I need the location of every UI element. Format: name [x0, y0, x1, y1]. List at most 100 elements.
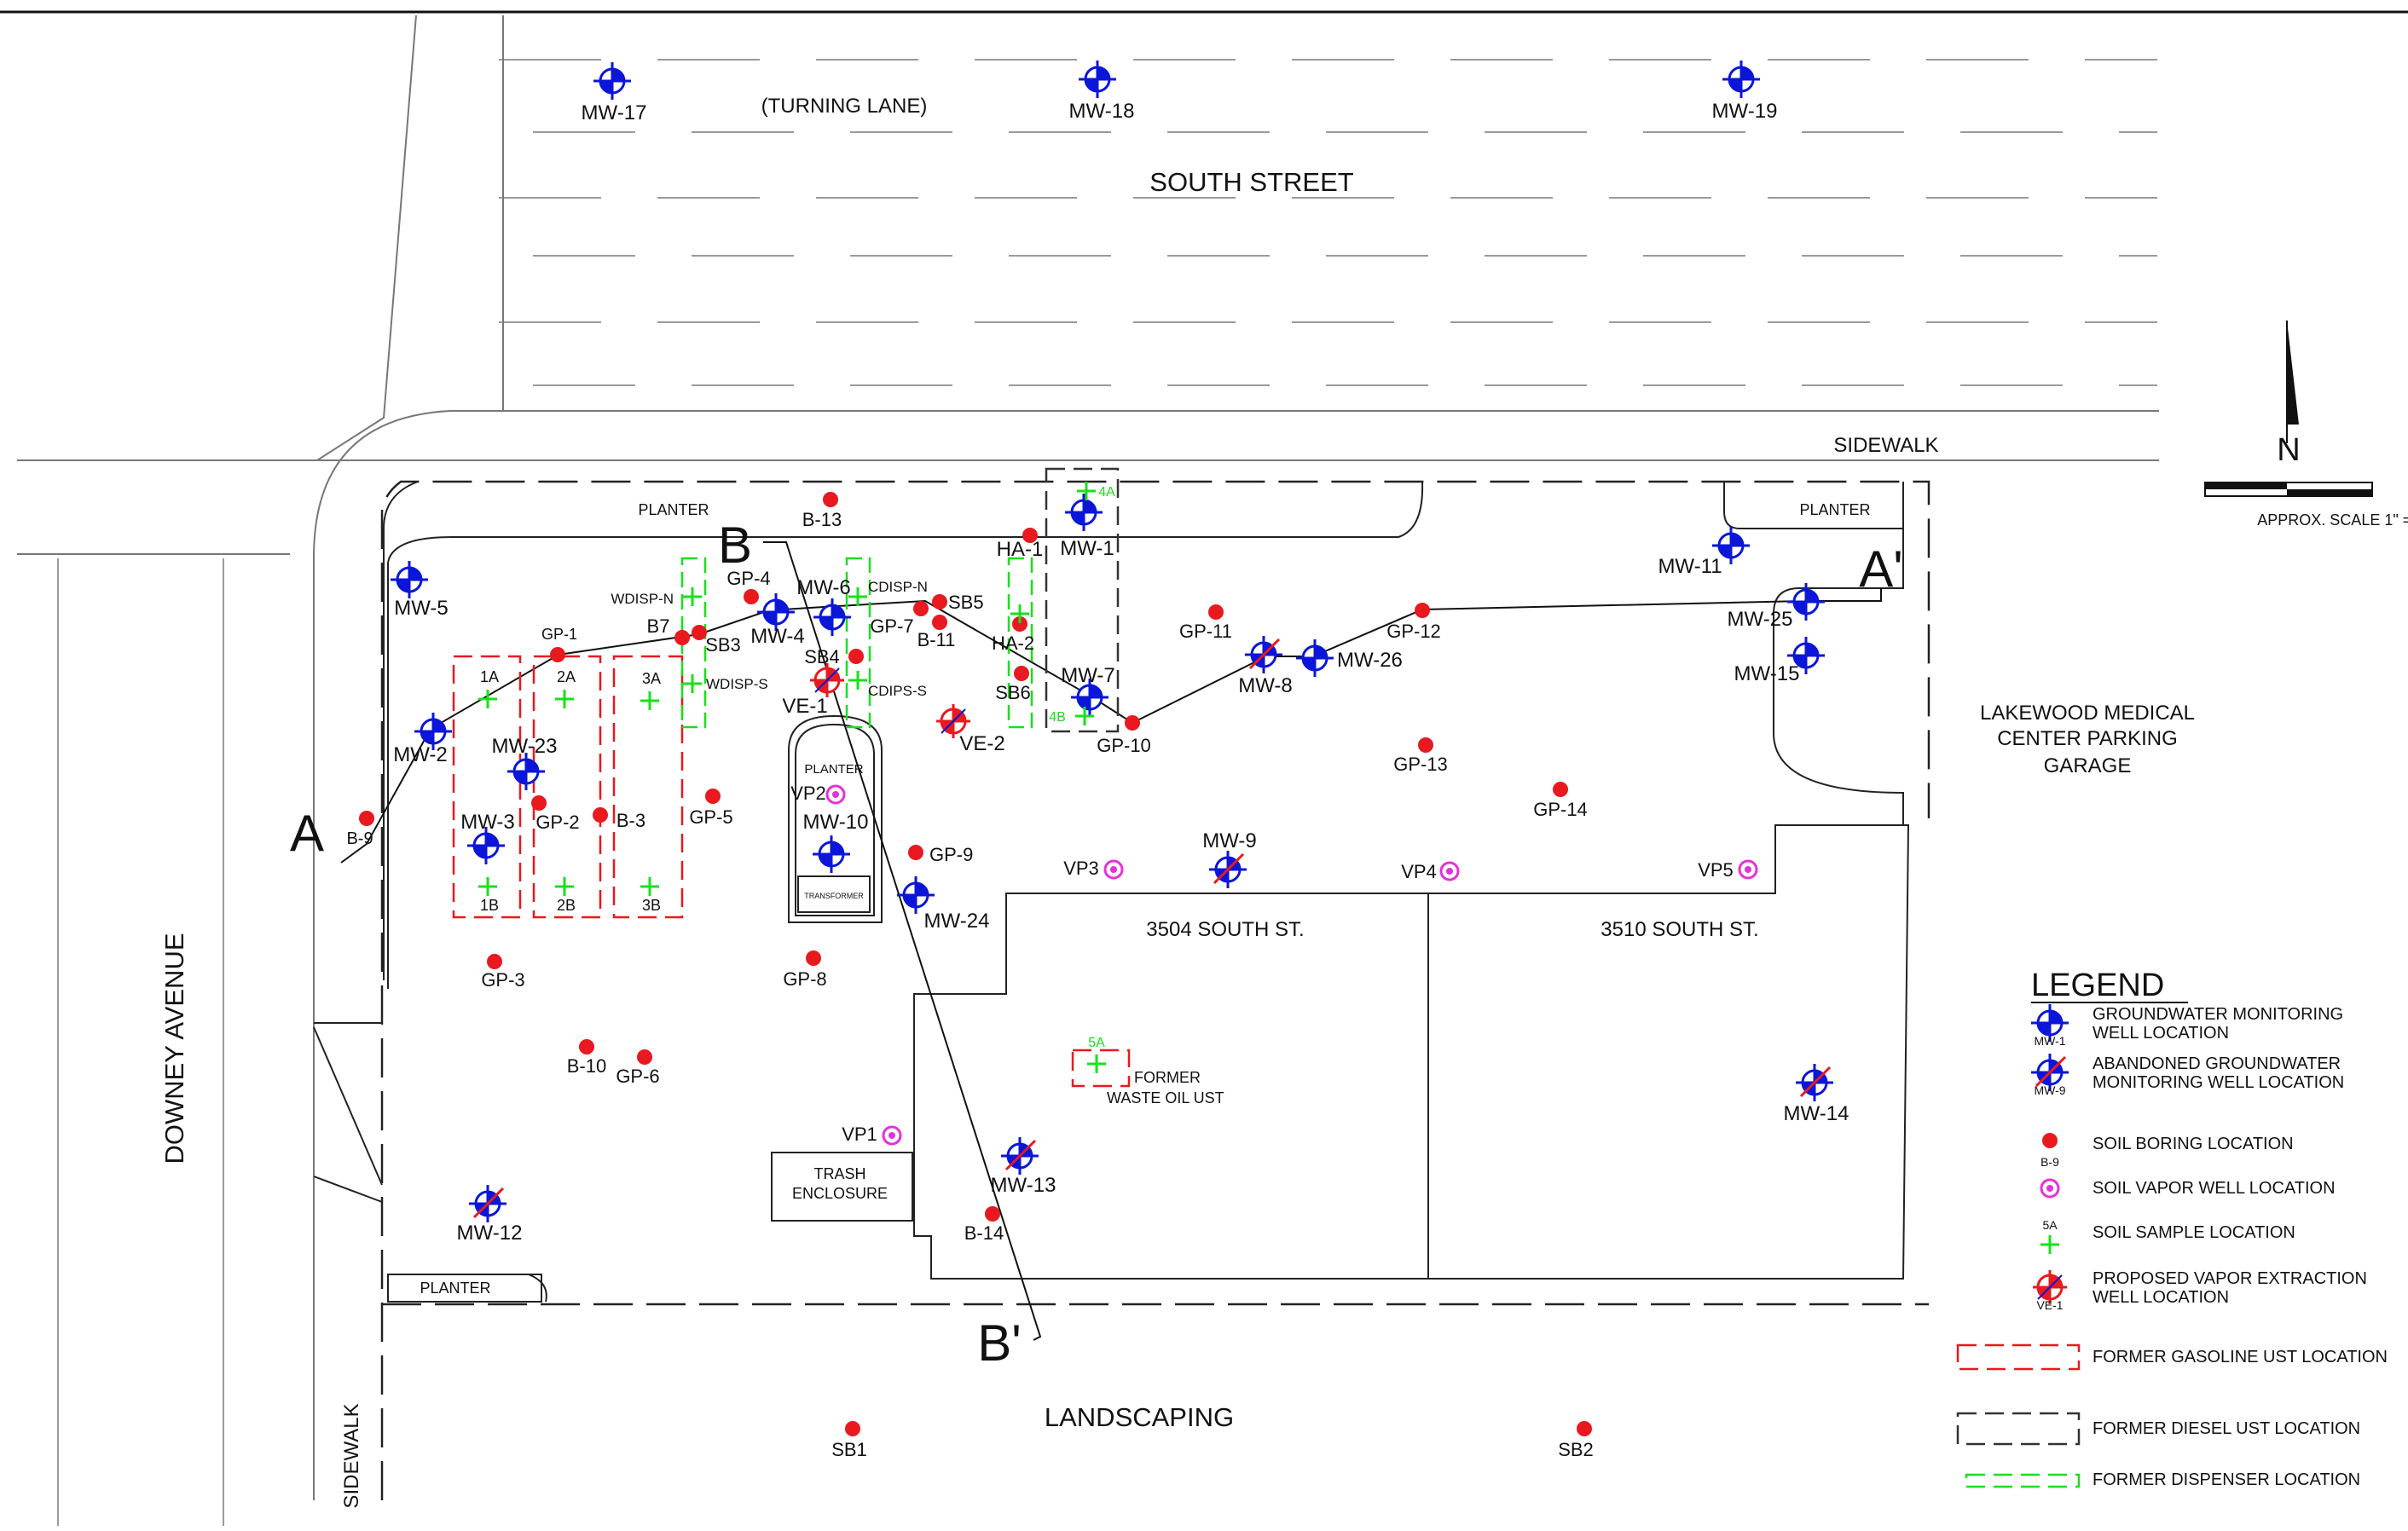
soil-sample-symbol-4a[interactable]	[1077, 482, 1096, 500]
vapor-well-label-vp3: VP3	[1063, 858, 1099, 879]
legend-text-4-0: SOIL SAMPLE LOCATION	[2093, 1223, 2295, 1242]
boring-symbol-ha-1[interactable]	[1022, 528, 1038, 543]
well-symbol-mw-6[interactable]	[813, 598, 851, 636]
soil-sample-symbol-2b[interactable]	[555, 877, 574, 896]
well-symbol-mw-17[interactable]	[593, 62, 631, 100]
soil-sample-symbol-dispenser-2[interactable]	[848, 587, 867, 606]
soil-sample-symbol-dispenser-1[interactable]	[683, 674, 702, 693]
well-symbol-mw-10[interactable]	[813, 835, 850, 873]
boring-symbol-gp-11[interactable]	[1208, 604, 1224, 620]
well-symbol-mw-11[interactable]	[1712, 527, 1750, 564]
boring-symbol-gp-6[interactable]	[637, 1049, 652, 1065]
boring-symbol-gp-8[interactable]	[806, 950, 821, 966]
soil-sample-symbol-3a[interactable]	[640, 691, 659, 710]
well-symbol-mw-9[interactable]	[1209, 851, 1247, 888]
well-symbol-legend-abandoned[interactable]	[2031, 1054, 2069, 1091]
boring-symbol-sb2[interactable]	[1577, 1421, 1592, 1436]
well-symbol-mw-1[interactable]	[1065, 494, 1103, 531]
well-symbol-legend-mw[interactable]	[2031, 1004, 2069, 1042]
planter-right-label: PLANTER	[1799, 501, 1870, 518]
monitoring-wells: MW-1MW-2MW-3MW-4MW-5MW-6MW-7MW-10MW-11MW…	[391, 61, 1825, 933]
soil-sample-symbol-5a[interactable]	[1087, 1054, 1106, 1073]
boring-symbol-b-11[interactable]	[932, 615, 947, 630]
boring-symbol-gp-7[interactable]	[913, 601, 929, 616]
boring-symbol-gp-14[interactable]	[1553, 782, 1568, 797]
boring-symbol-gp-9[interactable]	[908, 845, 923, 860]
boring-symbol-sb4[interactable]	[848, 649, 864, 664]
boring-symbol-gp-2[interactable]	[531, 795, 547, 811]
vapor-well-symbol-vp2[interactable]	[825, 784, 846, 805]
well-symbol-mw-3[interactable]	[467, 827, 505, 864]
boring-label-gp-12: GP-12	[1386, 621, 1441, 642]
well-symbol-mw-15[interactable]	[1787, 637, 1825, 674]
well-symbol-mw-18[interactable]	[1079, 61, 1116, 98]
boring-label-gp-5: GP-5	[689, 806, 732, 828]
boring-symbol-gp-4[interactable]	[744, 589, 759, 604]
boring-symbol-legend-boring[interactable]	[2042, 1133, 2058, 1148]
vapor-well-symbol-vp5[interactable]	[1738, 859, 1758, 880]
trash-label-1: TRASH	[813, 1165, 865, 1182]
well-symbol-mw-8[interactable]	[1245, 636, 1282, 673]
scale-bar: APPROX. SCALE 1" = 20'	[2204, 482, 2408, 529]
vapor-well-symbol-vp3[interactable]	[1103, 859, 1124, 880]
soil-sample-symbol-2a[interactable]	[555, 690, 574, 708]
ve-well-symbol-ve-2[interactable]	[936, 704, 970, 738]
boring-symbol-gp-5[interactable]	[705, 789, 721, 804]
vapor-well-symbol-vp4[interactable]	[1439, 861, 1460, 881]
boring-symbol-sb5[interactable]	[932, 594, 947, 610]
boring-symbol-gp-3[interactable]	[487, 954, 502, 969]
vapor-well-symbol-legend-vapor[interactable]	[2040, 1178, 2060, 1199]
soil-sample-symbol-3b[interactable]	[640, 877, 659, 896]
boring-symbol-ha-2[interactable]	[1012, 616, 1027, 632]
well-symbol-mw-14[interactable]	[1796, 1064, 1833, 1101]
ve-well-symbol-legend-ve[interactable]	[2033, 1270, 2067, 1304]
section-b-prime-label: B'	[977, 1314, 1021, 1372]
boring-label-gp-8: GP-8	[783, 968, 826, 990]
well-symbol-mw-26[interactable]	[1296, 639, 1334, 677]
boring-symbol-b-13[interactable]	[823, 492, 838, 507]
soil-sample-symbol-dispenser-0[interactable]	[683, 587, 702, 606]
soil-sample-symbol-dispenser-4[interactable]	[1010, 604, 1029, 623]
boring-symbol-b-9[interactable]	[359, 811, 374, 826]
soil-sample-label-2a: 2A	[557, 668, 576, 685]
well-symbol-mw-12[interactable]	[469, 1185, 506, 1222]
boring-symbol-sb6[interactable]	[1014, 666, 1029, 681]
well-symbol-mw-19[interactable]	[1722, 61, 1760, 98]
boring-symbol-sb1[interactable]	[845, 1421, 860, 1436]
boring-symbol-b-14[interactable]	[985, 1206, 1000, 1222]
boring-label-gp-4: GP-4	[726, 568, 770, 589]
well-symbol-mw-2[interactable]	[414, 713, 452, 750]
boring-label-ha-1: HA-1	[997, 538, 1044, 561]
boring-label-gp-9: GP-9	[929, 844, 973, 865]
soil-sample-symbol-1b[interactable]	[478, 877, 497, 896]
well-symbol-mw-13[interactable]	[1001, 1137, 1039, 1175]
boring-symbol-sb3[interactable]	[692, 625, 707, 640]
boring-symbol-b-10[interactable]	[579, 1039, 594, 1054]
boring-symbol-gp-13[interactable]	[1418, 737, 1433, 753]
boring-symbol-gp-1[interactable]	[550, 647, 565, 662]
ve-well-symbol-ve-1[interactable]	[810, 663, 844, 697]
well-label-mw-3: MW-3	[460, 811, 515, 834]
abandoned-well-label-mw-13: MW-13	[991, 1174, 1056, 1197]
transformer-label: TRANSFORMER	[804, 892, 864, 900]
soil-sample-symbol-1a[interactable]	[478, 690, 497, 708]
soil-sample-symbol-4b[interactable]	[1075, 707, 1094, 725]
soil-sample-symbol-legend-soil[interactable]	[2040, 1235, 2059, 1254]
well-symbol-mw-5[interactable]	[391, 561, 428, 598]
boring-label-gp-2: GP-2	[535, 812, 579, 833]
boring-symbol-gp-12[interactable]	[1415, 603, 1430, 618]
boring-symbol-b-3[interactable]	[593, 807, 608, 823]
well-symbol-mw-25[interactable]	[1787, 583, 1825, 621]
well-symbol-mw-7[interactable]	[1071, 679, 1108, 716]
well-symbol-mw-4[interactable]	[757, 593, 795, 631]
soil-sample-symbol-dispenser-3[interactable]	[848, 671, 867, 690]
boring-symbol-gp-10[interactable]	[1125, 715, 1140, 731]
dispenser-label-wdisp-s: WDISP-S	[706, 676, 768, 692]
vapor-well-symbol-vp1[interactable]	[882, 1125, 902, 1146]
well-symbol-mw-24[interactable]	[897, 876, 935, 914]
well-symbol-mw-23[interactable]	[507, 753, 545, 790]
legend-text-0-0: GROUNDWATER MONITORING	[2093, 1005, 2343, 1024]
boring-symbol-b7[interactable]	[674, 630, 690, 645]
